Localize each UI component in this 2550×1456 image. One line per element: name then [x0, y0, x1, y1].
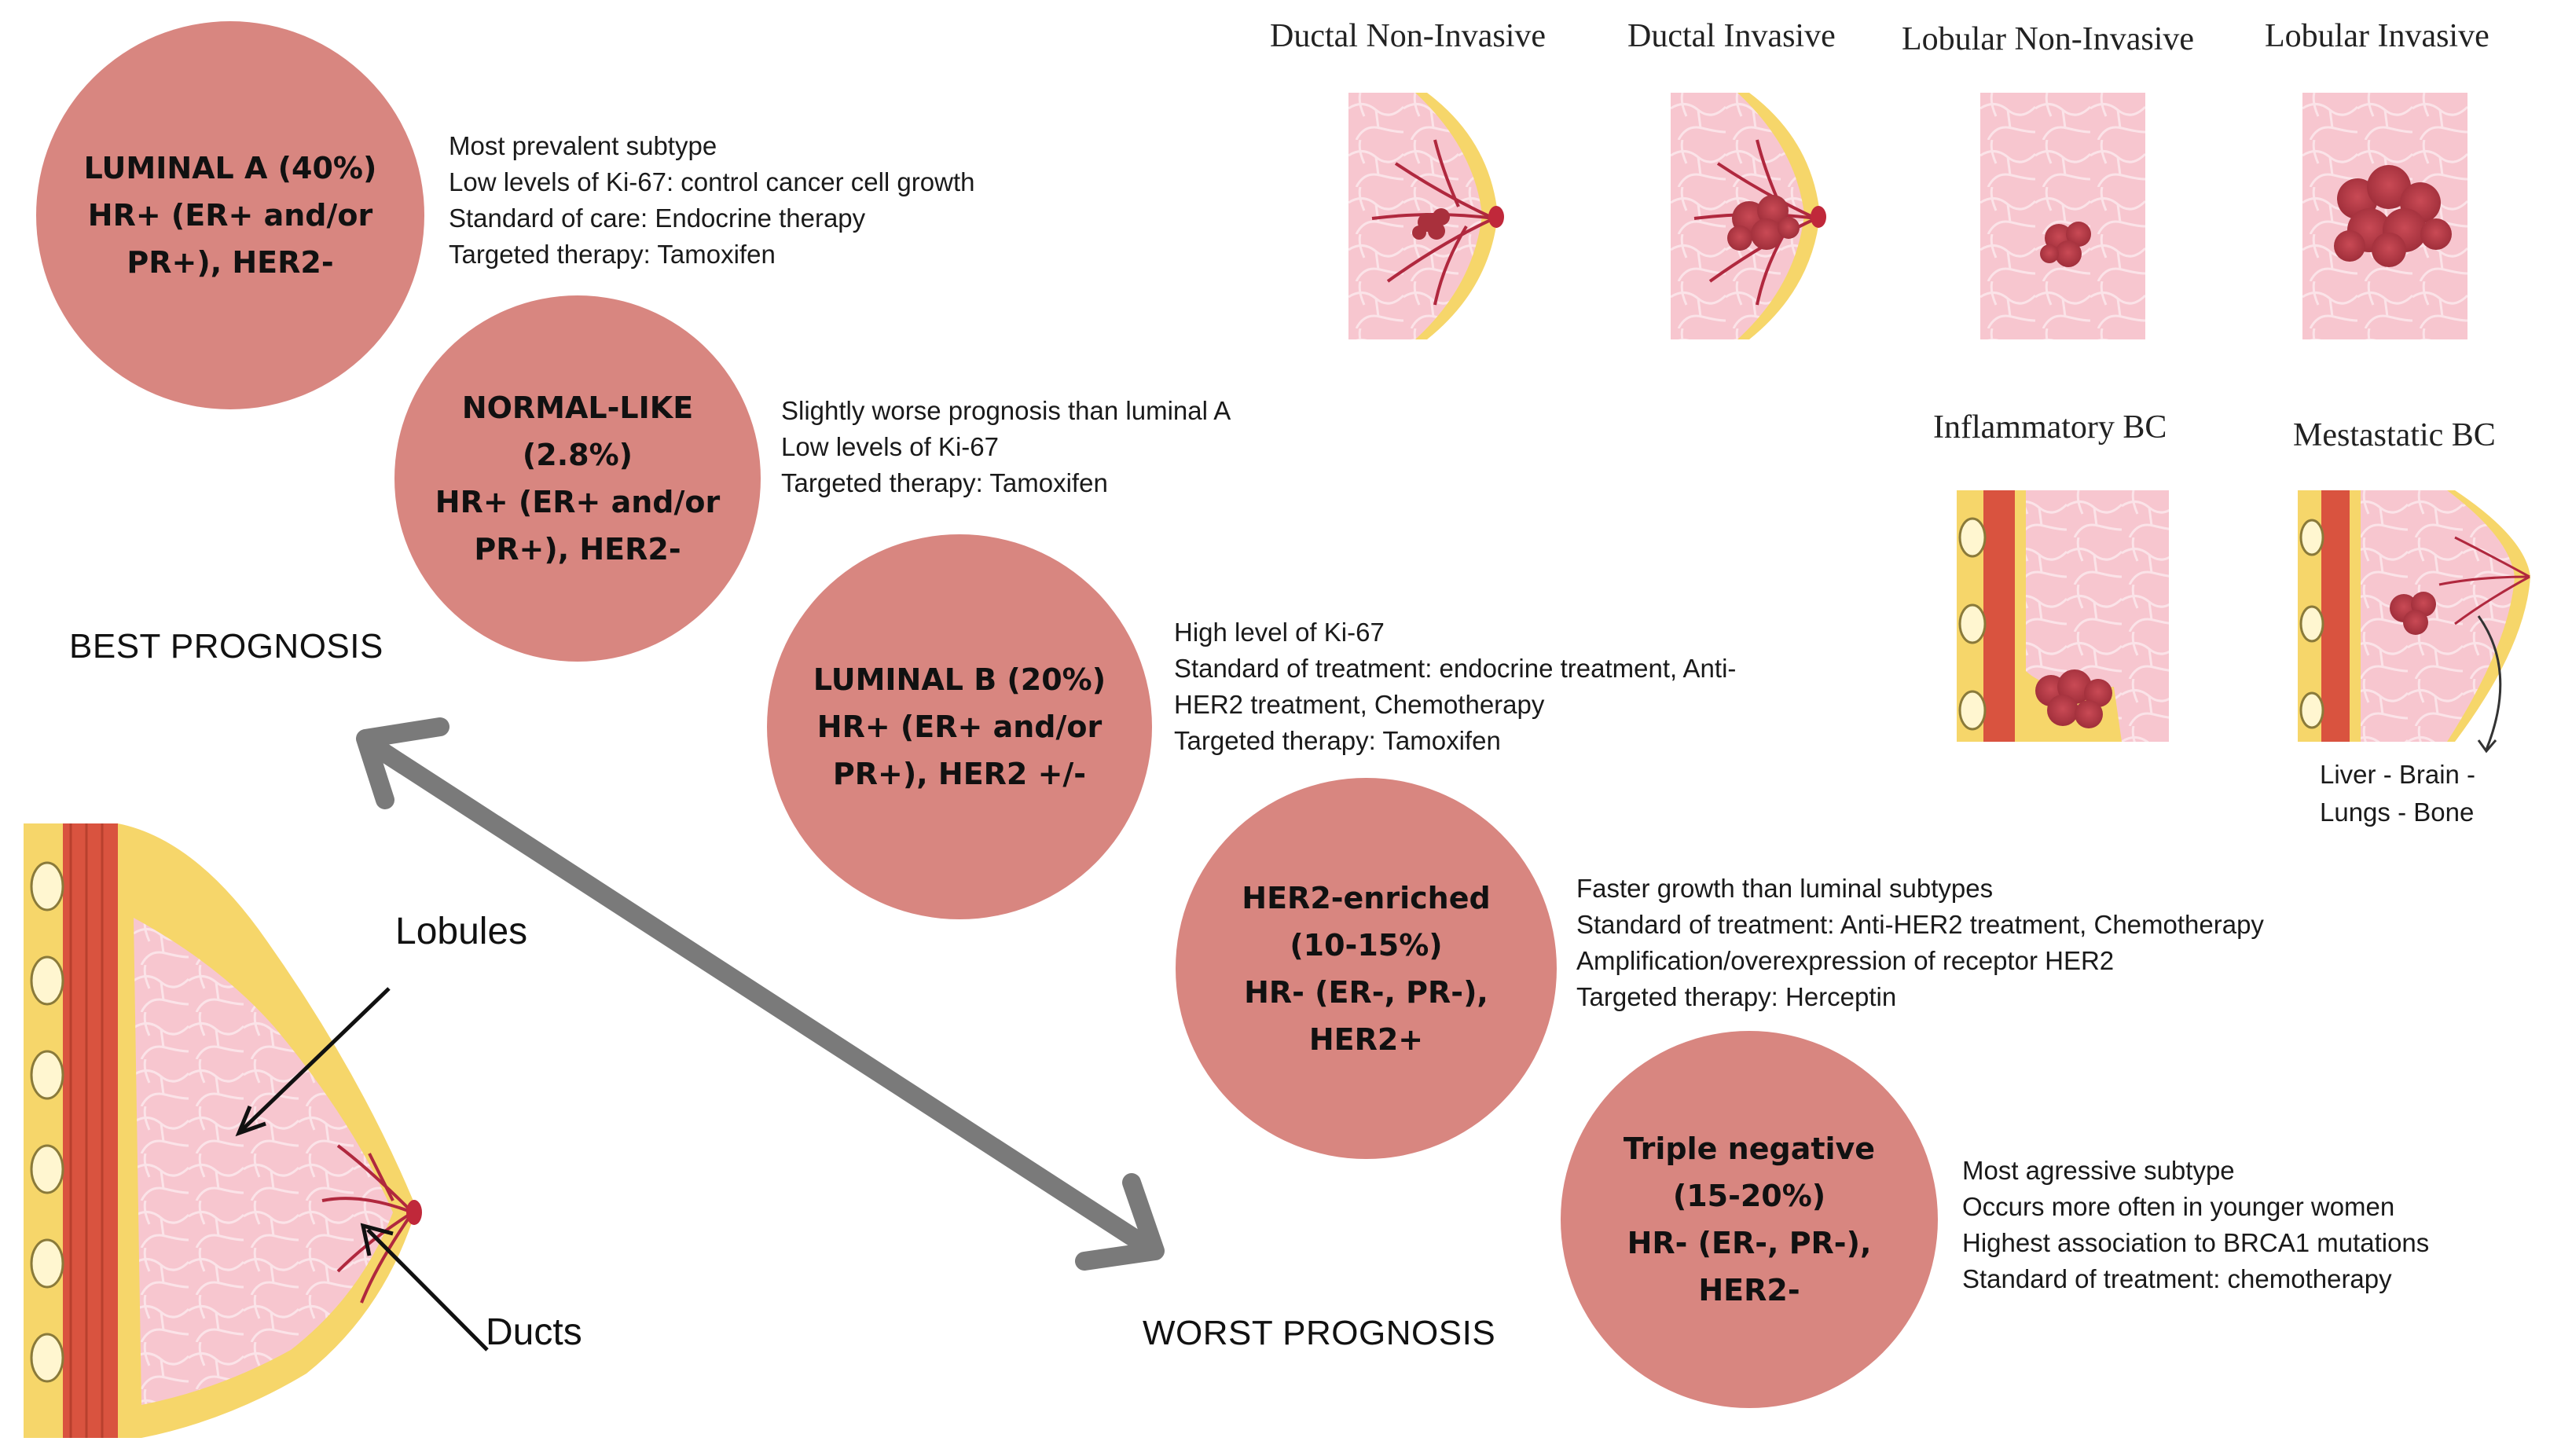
lobules-label: Lobules: [395, 911, 528, 952]
bc-label-ductal-non-invasive: Ductal Non-Invasive: [1270, 18, 1547, 54]
lobular-invasive-illustration: [2302, 93, 2467, 339]
bc-label-ductal-invasive: Ductal Invasive: [1627, 18, 1836, 54]
ductal-non-invasive-illustration: [1348, 93, 1504, 339]
breast-anatomy-illustration: [24, 823, 422, 1438]
subtype-description-her2-enriched: Faster growth than luminal subtypes Stan…: [1576, 874, 2264, 1011]
best-prognosis-label: BEST PROGNOSIS: [69, 627, 383, 666]
bc-label-inflammatory: Inflammatory BC: [1933, 409, 2167, 446]
metastatic-bc-illustration: [2298, 490, 2530, 754]
bc-label-metastatic: Mestastatic BC: [2293, 417, 2496, 453]
subtype-circle-her2-enriched: HER2-enriched (10-15%) HR- (ER-, PR-), H…: [1176, 778, 1557, 1159]
subtype-title: Triple negative (15-20%) HR- (ER-, PR-),…: [1623, 1131, 1876, 1307]
ductal-invasive-illustration: [1671, 93, 1826, 339]
subtype-description-triple-negative: Most agressive subtype Occurs more often…: [1962, 1156, 2430, 1293]
subtype-title: HER2-enriched (10-15%) HR- (ER-, PR-), H…: [1242, 880, 1491, 1057]
subtype-circle-luminal-a: LUMINAL A (40%) HR+ (ER+ and/or PR+), HE…: [36, 21, 424, 409]
subtype-title: LUMINAL A (40%) HR+ (ER+ and/or PR+), HE…: [83, 151, 377, 280]
subtype-circle-luminal-b: LUMINAL B (20%) HR+ (ER+ and/or PR+), HE…: [767, 534, 1152, 919]
subtype-description-luminal-a: Most prevalent subtype Low levels of Ki-…: [449, 131, 975, 269]
inflammatory-bc-illustration: [1957, 490, 2169, 742]
subtype-title: NORMAL-LIKE (2.8%) HR+ (ER+ and/or PR+),…: [435, 391, 721, 567]
bc-label-lobular-non-invasive: Lobular Non-Invasive: [1902, 21, 2195, 57]
ducts-label: Ducts: [486, 1311, 582, 1353]
subtype-description-luminal-b: High level of Ki-67 Standard of treatmen…: [1174, 618, 1737, 755]
subtype-description-normal-like: Slightly worse prognosis than luminal A …: [781, 396, 1231, 497]
subtype-circle-triple-negative: Triple negative (15-20%) HR- (ER-, PR-),…: [1561, 1031, 1938, 1408]
metastasis-sites-note: Liver - Brain - Lungs - Bone: [2320, 760, 2476, 827]
lobular-non-invasive-illustration: [1980, 93, 2145, 339]
subtype-title: LUMINAL B (20%) HR+ (ER+ and/or PR+), HE…: [813, 662, 1106, 791]
bc-label-lobular-invasive: Lobular Invasive: [2265, 18, 2489, 54]
worst-prognosis-label: WORST PROGNOSIS: [1143, 1314, 1496, 1352]
subtype-circle-normal-like: NORMAL-LIKE (2.8%) HR+ (ER+ and/or PR+),…: [394, 295, 761, 662]
